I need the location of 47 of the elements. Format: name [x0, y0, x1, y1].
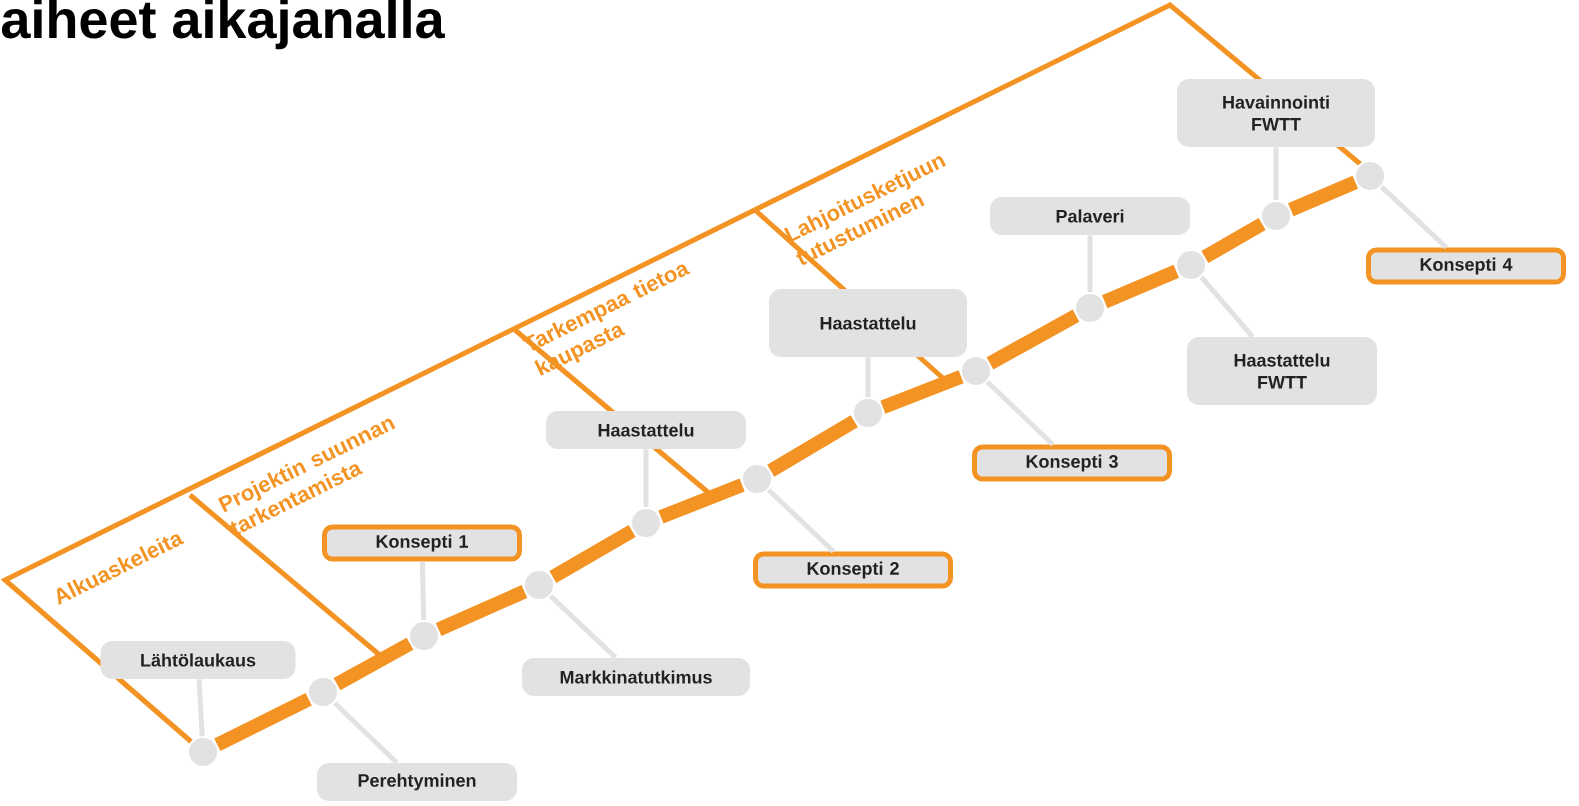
- concept-box: Konsepti 4: [1366, 247, 1566, 285]
- timeline-dot: [1175, 249, 1207, 281]
- event-box: Lähtölaukaus: [100, 641, 296, 679]
- connector-line: [1273, 147, 1279, 200]
- concept-box: Konsepti 3: [972, 444, 1172, 482]
- timeline-dot: [1074, 292, 1106, 324]
- timeline-segment: [986, 309, 1080, 370]
- connector-line: [766, 488, 836, 554]
- timeline-segment: [549, 524, 636, 584]
- event-box: Haastattelu: [546, 411, 746, 449]
- timeline-segment: [214, 692, 312, 752]
- timeline-segment: [767, 415, 858, 477]
- timeline-dot: [630, 507, 662, 539]
- connector-line: [1379, 185, 1448, 250]
- timeline-segment: [1201, 217, 1266, 264]
- concept-box: Konsepti 2: [753, 551, 953, 589]
- timeline-dot: [307, 676, 339, 708]
- event-box: Haastattelu: [769, 289, 967, 357]
- event-box: Haastattelu FWTT: [1187, 337, 1377, 405]
- timeline-segment: [1287, 175, 1359, 217]
- event-box: Palaveri: [990, 197, 1190, 235]
- event-box: Markkinatutkimus: [522, 658, 750, 696]
- timeline-dot: [960, 355, 992, 387]
- timeline-segment: [880, 370, 964, 414]
- connector-line: [1199, 275, 1255, 339]
- concept-box: Konsepti 1: [322, 524, 522, 562]
- timeline-dot: [852, 397, 884, 429]
- connector-line: [1087, 235, 1093, 292]
- connector-line: [548, 594, 618, 660]
- event-box: Perehtyminen: [317, 763, 517, 801]
- timeline-segment: [333, 637, 414, 691]
- timeline-segment: [658, 478, 745, 524]
- timeline-dot: [741, 463, 773, 495]
- connector-line: [419, 561, 427, 621]
- connector-line: [865, 357, 871, 397]
- connector-line: [985, 380, 1055, 447]
- connector-line: [196, 679, 205, 737]
- timeline-segment: [435, 585, 528, 636]
- event-box: Havainnointi FWTT: [1177, 79, 1375, 147]
- connector-line: [332, 701, 399, 765]
- timeline-dot: [1260, 200, 1292, 232]
- timeline-dot: [408, 620, 440, 652]
- timeline-dot: [187, 736, 219, 768]
- timeline-segment: [1101, 264, 1180, 309]
- connector-line: [643, 449, 649, 507]
- timeline-dot: [1354, 160, 1386, 192]
- timeline-dot: [523, 569, 555, 601]
